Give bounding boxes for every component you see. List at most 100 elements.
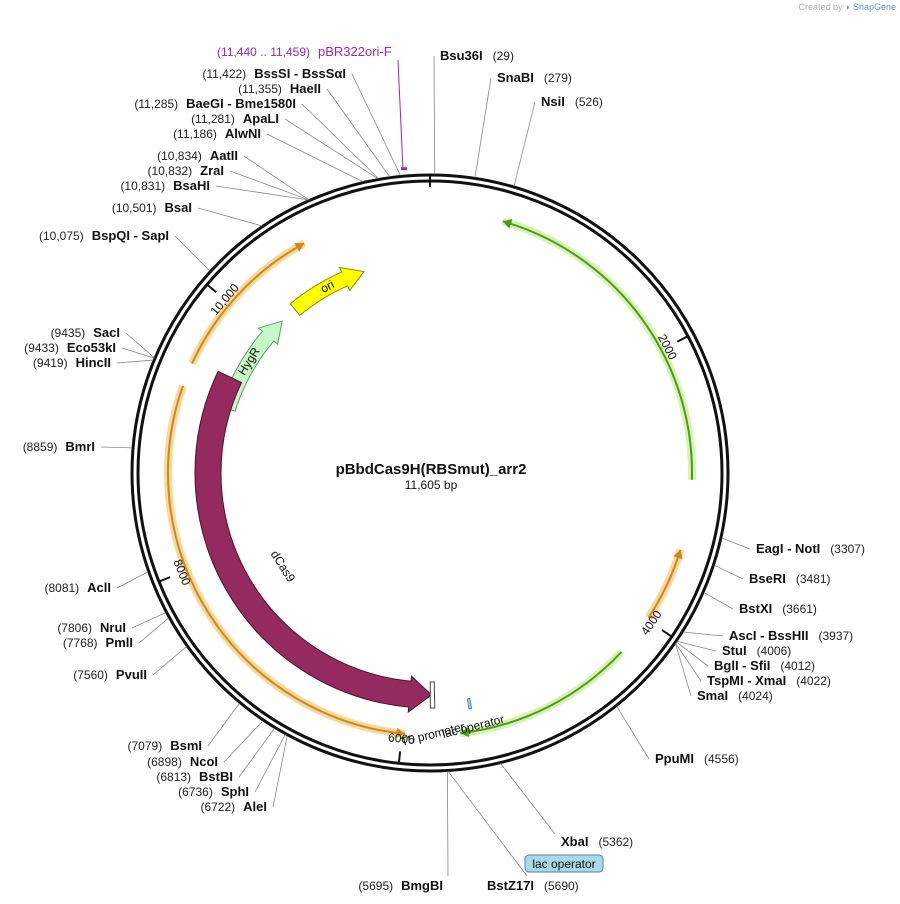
site-label: (11,285)BaeGI - Bme1580I	[134, 96, 296, 111]
site-bspqi-sapi[interactable]: (10,075)BspQI - SapI	[39, 228, 210, 272]
site-name: BmgBI	[401, 878, 443, 893]
site-bgli-sfii[interactable]: BglI - SfiI(4012)	[676, 641, 815, 673]
feature-label-dcas9: dCas9	[268, 548, 299, 585]
map-center: pBbdCas9H(RBSmut)_arr2 11,605 bp	[336, 461, 527, 492]
site-label: SmaI(4024)	[697, 688, 773, 703]
site-position: (10,832)	[147, 164, 192, 178]
site-position: (7806)	[57, 621, 92, 635]
site-alwni[interactable]: (11,186)AlwNI	[173, 126, 363, 183]
site-alei[interactable]: (6722)AleI	[200, 735, 288, 814]
site-leader-line	[116, 571, 149, 589]
site-acli[interactable]: (8081)AclI	[44, 571, 149, 595]
site-bstz17i[interactable]: BstZ17I(5690)	[447, 771, 579, 893]
site-zrai[interactable]: (10,832)ZraI	[147, 163, 309, 201]
site-position: (11,281)	[191, 112, 235, 126]
site-leader-line	[284, 118, 379, 179]
feature-lac-operator-inner[interactable]	[466, 697, 473, 710]
lac-operator-callout[interactable]: lac operator	[524, 854, 604, 873]
site-position: (29)	[493, 49, 514, 63]
site-position: (4022)	[796, 674, 831, 688]
site-tspmi-xmai[interactable]: TspMI - XmaI(4022)	[675, 643, 831, 688]
site-leader-line	[254, 734, 286, 793]
site-leader-line	[447, 771, 528, 877]
site-aatii[interactable]: (10,834)AatII	[157, 148, 310, 201]
site-saci[interactable]: (9435)SacI	[51, 325, 155, 358]
site-position: (11,285)	[134, 97, 178, 111]
site-bmgbi[interactable]: (5695)BmgBI	[358, 771, 449, 893]
primer-leader-line	[397, 59, 404, 170]
site-name: EagI - NotI	[756, 541, 820, 556]
site-bsmi[interactable]: (7079)BsmI	[128, 703, 240, 753]
ruler-tick-label: 4000	[638, 607, 665, 637]
site-asci-bsshii[interactable]: AscI - BssHII (3937)	[683, 628, 853, 643]
site-eco53ki[interactable]: (9433) Eco53kI	[24, 340, 155, 359]
orf-arc[interactable]	[191, 242, 305, 364]
site-position: (9433)	[24, 341, 59, 355]
site-bsssi-bsss-i[interactable]: (11,422)BssSI - BssSαI	[202, 66, 401, 176]
site-haeii[interactable]: (11,355)HaeII	[238, 81, 390, 177]
site-leader-line	[676, 640, 717, 652]
site-hincii[interactable]: (9419)HincII	[33, 355, 154, 370]
primer-annotation: (11,440 .. 11,459) pBR322ori-F	[217, 44, 407, 171]
site-eagi-noti[interactable]: EagI - NotI(3307)	[721, 537, 865, 556]
site-bsahi[interactable]: (10,831)BsaHI	[120, 178, 309, 201]
site-label: (6736)SphI	[178, 784, 249, 799]
primer-mark[interactable]	[400, 167, 407, 171]
ruler-tick	[206, 283, 217, 293]
site-xbai[interactable]: XbaI(5362)	[500, 763, 634, 849]
site-name: Eco53kI	[67, 340, 116, 355]
feature-t5-promoter[interactable]	[429, 681, 436, 709]
site-ncoi[interactable]: (6898)NcoI	[147, 720, 264, 769]
site-bmri[interactable]: (8859)BmrI	[23, 439, 133, 454]
site-bseri[interactable]: BseRI(3481)	[714, 564, 831, 586]
site-leader-line	[207, 703, 240, 747]
site-label: XbaI(5362)	[561, 834, 633, 849]
site-name: AscI - BssHII	[729, 628, 808, 643]
site-stui[interactable]: StuI(4006)	[676, 640, 791, 658]
ruler-tick	[676, 335, 689, 343]
site-snabi[interactable]: SnaBI(279)	[474, 70, 572, 178]
site-leader-line	[197, 207, 262, 227]
site-bsai[interactable]: (10,501)BsaI	[112, 200, 262, 227]
site-sphi[interactable]: (6736)SphI	[178, 734, 286, 799]
site-position: (5690)	[544, 879, 579, 893]
feature-dcas9[interactable]	[194, 370, 433, 714]
site-name: XbaI	[561, 834, 588, 849]
site-apali[interactable]: (11,281)ApaLI	[191, 111, 379, 179]
site-position: (10,834)	[157, 149, 202, 163]
site-nsii[interactable]: NsiI(526)	[513, 94, 603, 187]
orf-arc[interactable]	[502, 220, 693, 480]
site-label: (8081)AclI	[44, 580, 111, 595]
site-label: BstZ17I(5690)	[487, 878, 579, 893]
site-leader-line	[474, 77, 492, 178]
ruler-tick	[158, 576, 171, 583]
site-label: (6898)NcoI	[147, 754, 218, 769]
orf-arcs	[164, 217, 696, 738]
site-nrui[interactable]: (7806)NruI	[57, 612, 166, 635]
site-label: (7768)PmlI	[63, 635, 133, 650]
feature-label-ori: ori	[318, 277, 336, 296]
site-name: BsaI	[165, 200, 192, 215]
site-leader-line	[446, 771, 449, 877]
orf-arc[interactable]	[167, 385, 405, 735]
feature-ori[interactable]	[289, 266, 365, 317]
site-pvuii[interactable]: (7560)PvuII	[73, 646, 187, 682]
site-ppumi[interactable]: PpuMI(4556)	[616, 706, 739, 766]
site-baegi-bme1580i[interactable]: (11,285)BaeGI - Bme1580I	[134, 96, 379, 179]
site-label: (7806)NruI	[57, 620, 126, 635]
site-leader-line	[223, 720, 264, 763]
site-pmli[interactable]: (7768)PmlI	[63, 617, 169, 650]
site-name: BstBI	[199, 769, 233, 784]
site-leader-line	[721, 537, 751, 550]
site-label: BglI - SfiI(4012)	[714, 658, 815, 673]
site-smai[interactable]: SmaI(4024)	[675, 643, 773, 703]
site-bsu36i[interactable]: Bsu36I(29)	[433, 48, 514, 175]
site-position: (3937)	[818, 629, 853, 643]
site-bstxi[interactable]: BstXI(3661)	[703, 592, 817, 616]
orf-arc[interactable]	[459, 651, 623, 735]
site-leader-line	[714, 564, 744, 580]
site-leader-line	[121, 347, 155, 359]
site-leader-line	[243, 155, 310, 201]
site-bstbi[interactable]: (6813)BstBI	[156, 728, 275, 784]
